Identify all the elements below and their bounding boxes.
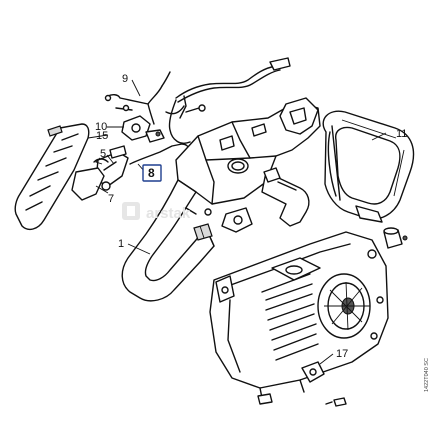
callout-11: 11 [396,128,407,140]
trigger-part-5-7 [71,145,129,201]
switch-part-10 [121,115,165,143]
callout-labels: 9 10 15 11 5 7 1 17 8 [95,73,407,360]
callout-1: 1 [118,238,124,250]
callout-8: 8 [148,166,155,180]
callout-17: 17 [336,348,348,360]
drawing-code: 1422T040 SC [424,358,430,392]
callout-7: 7 [108,193,114,205]
highlight-box-callout-8 [142,164,162,182]
rear-handle-part-1 [121,97,321,302]
av-buffer [383,227,408,249]
watermark: arstak [122,202,191,222]
handlebar-part-11 [322,110,415,223]
callout-15: 15 [96,130,108,142]
cover-part-15 [14,123,90,231]
watermark-text: arstak [146,205,191,222]
callout-10: 10 [95,121,107,133]
bracket-part-17 [301,361,347,407]
callout-5: 5 [100,148,106,160]
callout-9: 9 [122,73,128,85]
leader-lines [87,79,387,365]
engine-block [209,231,389,405]
wiring-part-9 [104,57,291,144]
